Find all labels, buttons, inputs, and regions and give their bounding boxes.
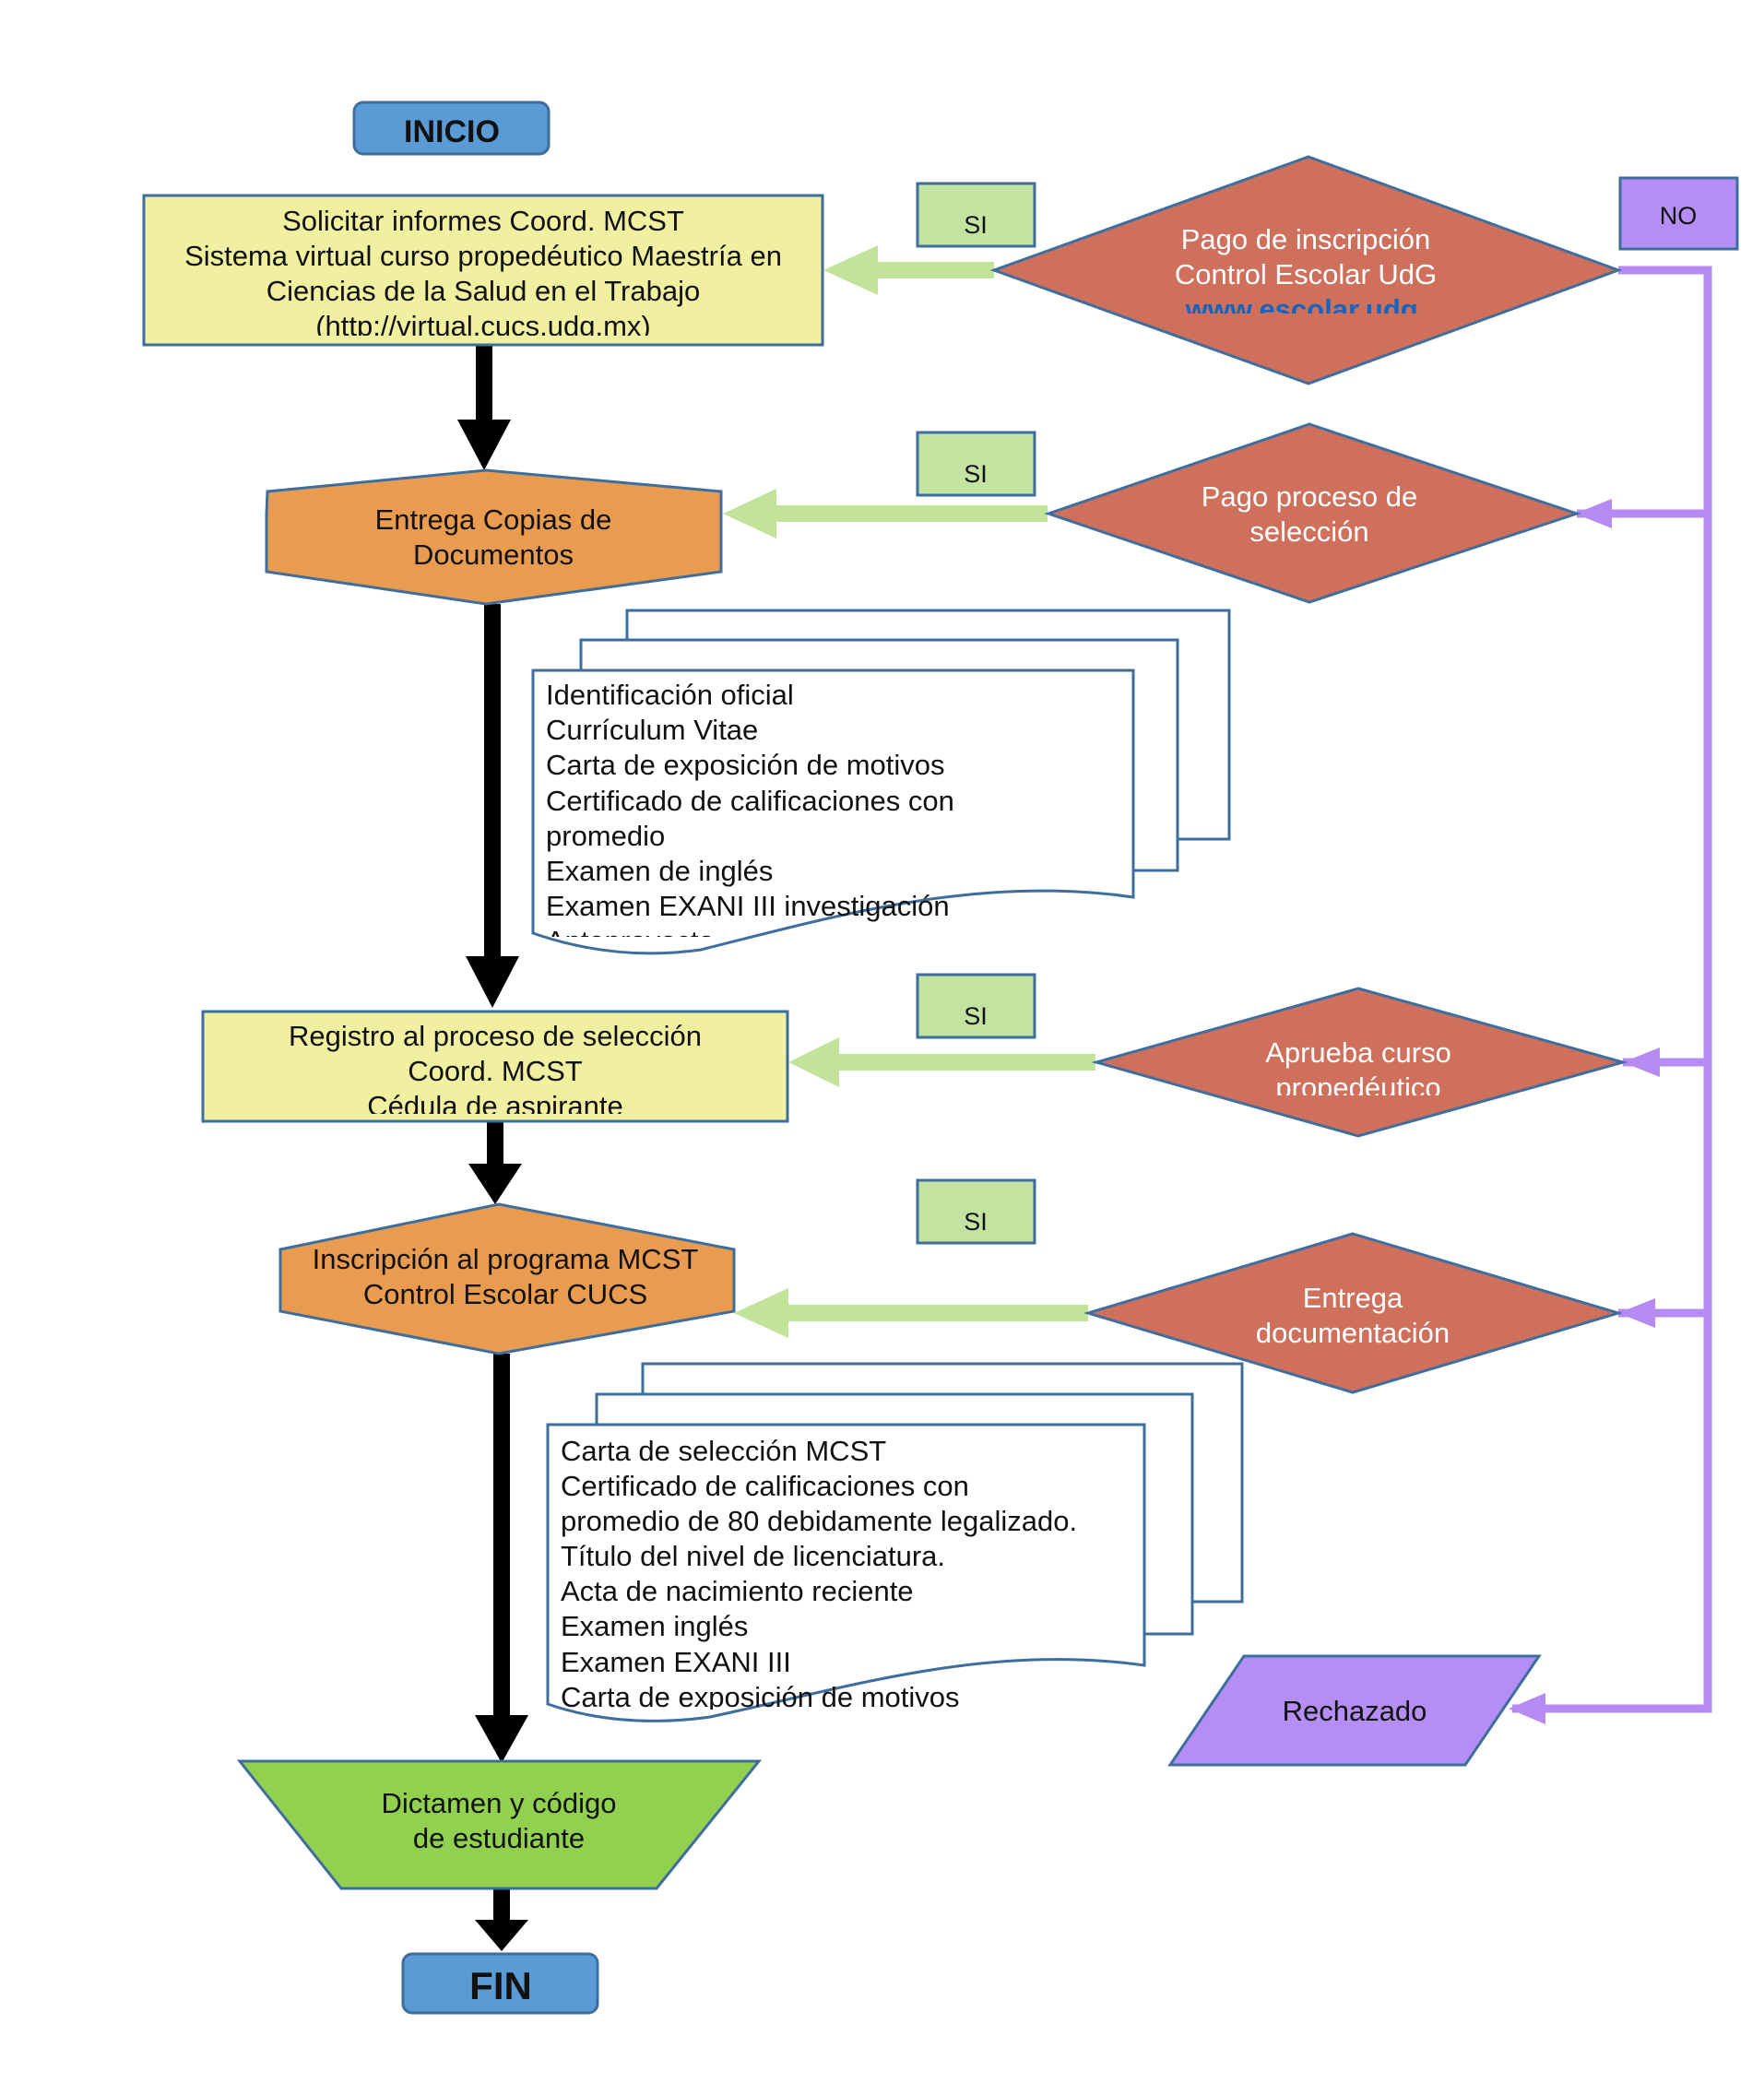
doc2-item: Título del nivel de licenciatura. xyxy=(561,1540,945,1572)
rechazado-label: Rechazado xyxy=(1283,1695,1427,1727)
solicitar-line-4: (http://virtual.cucs.udg.mx) xyxy=(315,310,651,342)
document-stack-2: Carta de selección MCST Certificado de c… xyxy=(546,1362,1244,1722)
end-terminal: FIN xyxy=(401,1952,599,2015)
si-label-3: SI xyxy=(916,973,1036,1039)
process-solicitar-informes: Solicitar informes Coord. MCST Sistema v… xyxy=(142,194,824,347)
no-connector-lines xyxy=(1512,266,1712,1713)
doc2-item: Carta de selección MCST xyxy=(561,1435,886,1467)
si-label-2: SI xyxy=(916,431,1036,497)
decision-entrega-documentacion: Entrega documentación xyxy=(1083,1232,1624,1394)
doc2-item: Examen inglés xyxy=(561,1610,748,1642)
doc1-item: Identificación oficial xyxy=(546,679,794,711)
solicitar-line-1: Solicitar informes Coord. MCST xyxy=(282,205,684,237)
start-terminal: INICIO xyxy=(352,101,551,156)
end-label: FIN xyxy=(469,1964,532,2007)
svg-text:SI: SI xyxy=(964,460,988,488)
decision-pago-inscripcion: Pago de inscripción Control Escolar UdG … xyxy=(989,155,1623,385)
step-entrega-copias: Entrega Copias de Documentos xyxy=(265,468,723,606)
inscripcion-line-1: Inscripción al programa MCST xyxy=(313,1243,699,1275)
decision-aprueba-curso: Aprueba curso propedéutico xyxy=(1091,987,1628,1138)
decision-pago-proceso: Pago proceso de selección xyxy=(1044,422,1581,604)
doc2-item: Acta de nacimiento reciente xyxy=(561,1575,914,1607)
entrega-doc-line-1: Entrega xyxy=(1303,1282,1403,1314)
doc1-item: Carta de exposición de motivos xyxy=(546,749,945,781)
output-rechazado: Rechazado xyxy=(1167,1654,1542,1767)
svg-text:SI: SI xyxy=(964,211,988,239)
svg-text:SI: SI xyxy=(964,1208,988,1236)
step-dictamen: Dictamen y código de estudiante xyxy=(236,1759,763,1890)
doc1-item: promedio xyxy=(546,820,665,852)
pago-proceso-line-2: selección xyxy=(1249,515,1368,548)
svg-text:NO: NO xyxy=(1660,202,1698,230)
doc2-item: Examen EXANI III xyxy=(561,1646,791,1678)
doc2-item: Certificado de calificaciones con xyxy=(561,1470,969,1502)
aprueba-line-2: propedéutico xyxy=(1275,1071,1440,1104)
doc1-item: Certificado de calificaciones con xyxy=(546,785,954,817)
entrega-doc-line-2: documentación xyxy=(1256,1317,1450,1349)
doc1-item: Examen EXANI III investigación xyxy=(546,890,950,922)
start-label: INICIO xyxy=(404,114,500,149)
inscripcion-line-2: Control Escolar CUCS xyxy=(363,1278,647,1310)
si-label-1: SI xyxy=(916,182,1036,248)
step-inscripcion: Inscripción al programa MCST Control Esc… xyxy=(278,1202,736,1355)
doc1-item: Currículum Vitae xyxy=(546,714,758,746)
registro-line-1: Registro al proceso de selección xyxy=(289,1020,702,1052)
no-arrowheads xyxy=(1509,499,1660,1724)
entrega-copias-line-1: Entrega Copias de xyxy=(375,503,612,536)
registro-line-2: Coord. MCST xyxy=(408,1055,583,1087)
main-flow-arrows xyxy=(457,344,528,1951)
si-label-4: SI xyxy=(916,1178,1036,1245)
si-arrows xyxy=(723,245,1095,1338)
pago-inscripcion-link[interactable]: www.escolar.udg. xyxy=(1185,293,1427,325)
svg-text:SI: SI xyxy=(964,1002,988,1030)
pago-proceso-line-1: Pago proceso de xyxy=(1202,480,1417,513)
pago-inscripcion-line-2: Control Escolar UdG xyxy=(1175,258,1437,290)
doc2-item: Carta de exposición de motivos xyxy=(561,1681,960,1713)
doc1-item: Anteproyecto xyxy=(546,925,715,957)
entrega-copias-line-2: Documentos xyxy=(413,539,574,571)
registro-line-3: Cédula de aspirante xyxy=(367,1090,622,1122)
doc2-item: promedio de 80 debidamente legalizado. xyxy=(561,1505,1077,1537)
aprueba-line-1: Aprueba curso xyxy=(1265,1036,1451,1069)
process-registro: Registro al proceso de selección Coord. … xyxy=(201,1010,789,1123)
dictamen-line-2: de estudiante xyxy=(413,1822,585,1854)
solicitar-line-3: Ciencias de la Salud en el Trabajo xyxy=(266,275,700,307)
document-stack-1: Identificación oficial Currículum Vitae … xyxy=(531,609,1231,957)
dictamen-line-1: Dictamen y código xyxy=(381,1787,616,1819)
pago-inscripcion-line-1: Pago de inscripción xyxy=(1181,223,1431,255)
no-label: NO xyxy=(1618,176,1739,251)
doc1-item: Examen de inglés xyxy=(546,855,773,887)
solicitar-line-2: Sistema virtual curso propedéutico Maest… xyxy=(184,240,782,272)
